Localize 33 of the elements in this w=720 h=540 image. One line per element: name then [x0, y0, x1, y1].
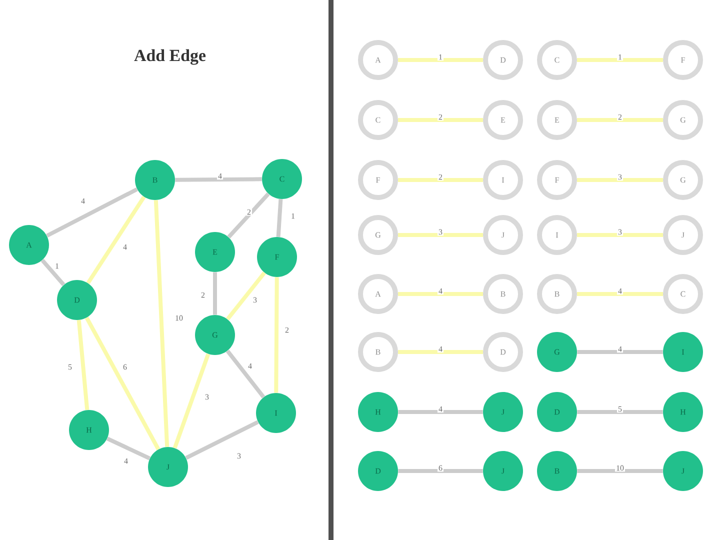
edge-line: [175, 177, 262, 182]
edge-line: [577, 178, 663, 182]
edge-line: [398, 118, 483, 122]
title: Add Edge: [134, 49, 206, 65]
edge-line: [577, 410, 663, 414]
edge-line: [40, 258, 66, 286]
edge-line: [577, 292, 663, 296]
edge-line: [226, 272, 266, 320]
edge-line: [577, 58, 663, 62]
edge-line: [276, 199, 283, 237]
edge-line: [398, 292, 483, 296]
edge-line: [398, 410, 483, 414]
edge-line: [86, 196, 146, 284]
edge-line: [226, 350, 266, 398]
edge-line: [577, 350, 663, 354]
edge-line: [84, 316, 160, 450]
edge-line: [398, 350, 483, 354]
edge-line: [185, 420, 259, 460]
edge-line: [213, 272, 217, 315]
edge-line: [577, 233, 663, 237]
edge-line: [227, 192, 270, 238]
edge-line: [106, 436, 151, 460]
edge-line: [154, 200, 170, 447]
edge-line: [398, 233, 483, 237]
edge-line: [274, 277, 279, 393]
edge-line: [398, 469, 483, 473]
edge-line: [398, 58, 483, 62]
edge-line: [172, 353, 210, 449]
edge-line: [46, 187, 138, 238]
edge-line: [398, 178, 483, 182]
edge-line: [577, 118, 663, 122]
edge-line: [577, 469, 663, 473]
edge-line: [76, 320, 90, 410]
